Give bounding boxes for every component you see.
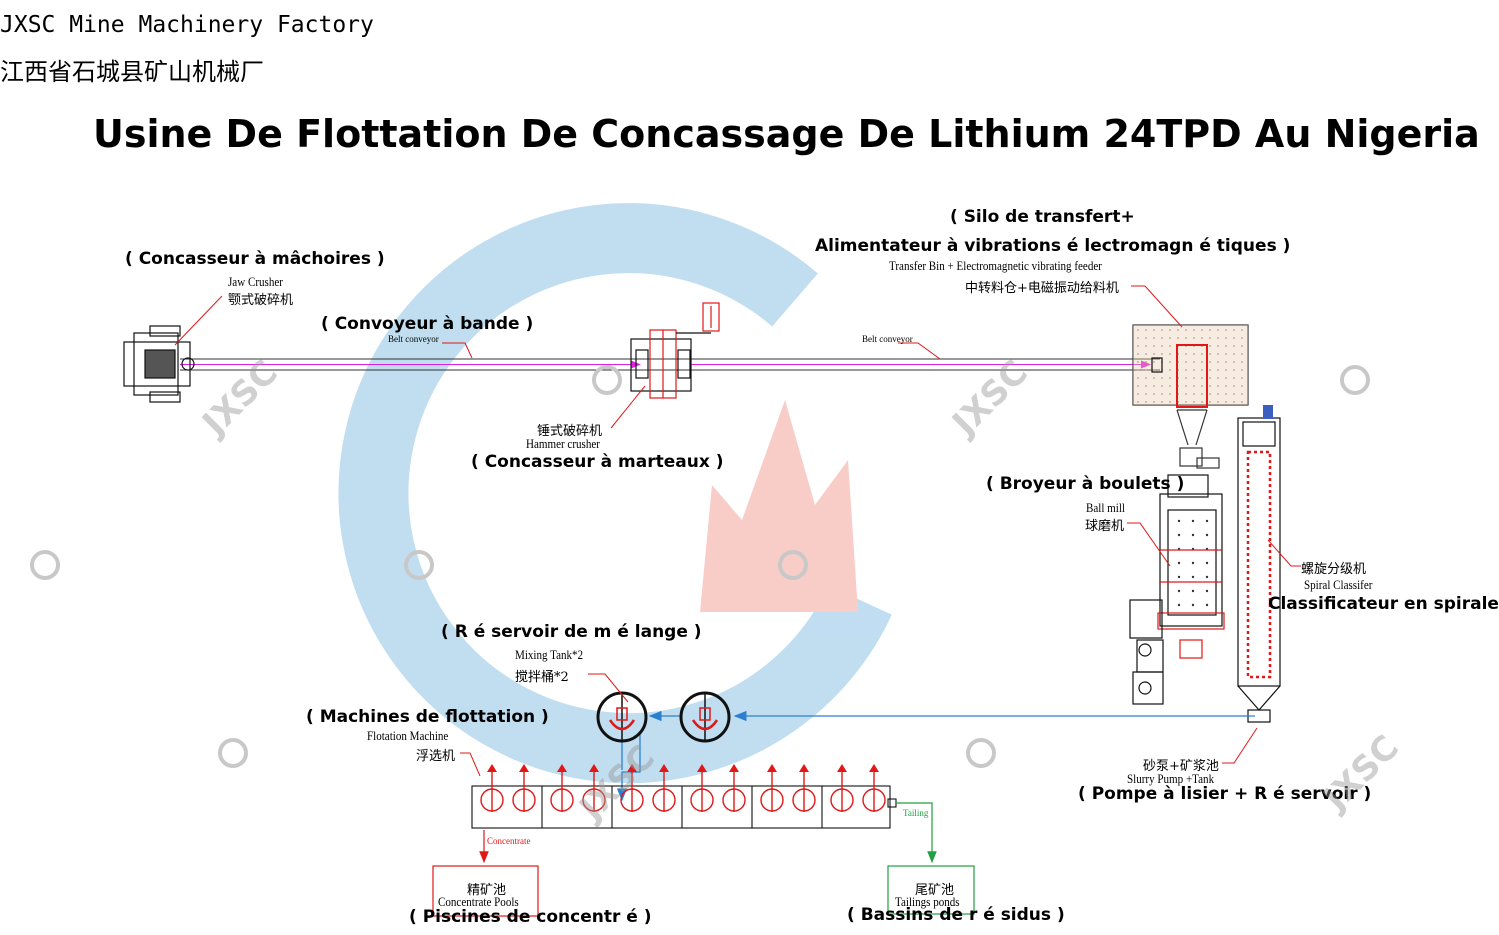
flotation-label-zh: 浮选机 [416,749,456,764]
logo-mark-icon [592,365,622,395]
tailings-pond-label-zh: 尾矿池 [915,883,955,898]
hammer-crusher-label-en: Hammer crusher [526,436,600,451]
silo-label-fr-2: Alimentateur à vibrations é lectromagn é… [815,236,1291,256]
ball-mill-label-fr: ( Broyeur à boulets ) [986,474,1185,494]
belt-conveyor-2-drawing [690,358,1160,371]
spiral-classifier-label-zh: 螺旋分级机 [1301,562,1367,577]
logo-mark-icon [966,738,996,768]
silo-label-zh: 中转料仓+电磁振动给料机 [965,281,1119,296]
concentrate-pool-box [432,865,539,917]
jaw-crusher-label-en: Jaw Crusher [228,274,283,289]
concentrate-pool-label-fr: ( Piscines de concentr é ) [409,907,652,927]
flotation-label-en: Flotation Machine [367,728,449,743]
company-name-cn: 江西省石城县矿山机械厂 [0,58,264,86]
flowsheet-drawing [123,203,1301,917]
spiral-classifier-label-en: Spiral Classifer [1304,577,1373,592]
logo-mark-icon [778,550,808,580]
slurry-pump-label-zh: 砂泵+矿浆池 [1143,759,1219,774]
mixing-tank-label-fr: ( R é servoir de m é lange ) [441,622,702,642]
spiral-classifier-label-fr: Classificateur en spirale [1268,594,1499,614]
ball-mill-label-en: Ball mill [1086,500,1125,515]
concentrate-pool-label-zh: 精矿池 [467,883,507,898]
page-title: Usine De Flottation De Concassage De Lit… [93,112,1480,156]
spiral-classifier-drawing [1237,405,1281,723]
mixing-tanks-drawing [596,691,731,743]
product-flows [479,802,937,864]
belt-conveyor-1-label-en: Belt conveyor [388,334,439,344]
tailing-flow-label: Tailing [903,808,929,818]
ball-mill-label-zh: 球磨机 [1085,519,1125,534]
jaw-crusher-drawing [123,325,195,403]
mixing-tank-label-en: Mixing Tank*2 [515,647,584,662]
belt-conveyor-2-label-en: Belt conveyor [862,334,913,344]
jaw-crusher-label-zh: 颚式破碎机 [228,293,294,308]
flowsheet-canvas: JXSC Mine Machinery Factory 江西省石城县矿山机械厂 … [0,12,1499,927]
logo-mark-icon [1340,365,1370,395]
transfer-bin-drawing [1132,324,1249,469]
flotation-machines-drawing [471,764,897,829]
slurry-pump-label-en: Slurry Pump +Tank [1127,771,1215,786]
hammer-crusher-label-zh: 锤式破碎机 [537,424,603,439]
tailings-pond-label-en: Tailings ponds [895,894,960,909]
concentrate-flow-label: Concentrate [487,836,531,846]
logo-mark-icon [404,550,434,580]
tailings-pond-label-fr: ( Bassins de r é sidus ) [847,905,1065,925]
hammer-crusher-drawing [630,302,720,399]
belt-conveyor-label-fr: ( Convoyeur à bande ) [321,314,534,334]
silo-label-fr-1: ( Silo de transfert+ [950,207,1135,227]
flotation-label-fr: ( Machines de flottation ) [306,707,549,727]
leader-lines [174,285,1301,777]
concentrate-pool-label-en: Concentrate Pools [438,894,519,909]
company-name-en: JXSC Mine Machinery Factory [0,12,374,38]
logo-mark-icon [30,550,60,580]
logo-background [338,203,892,784]
hammer-crusher-label-fr: ( Concasseur à marteaux ) [471,452,724,472]
slurry-pump-label-fr: ( Pompe à lisier + R é servoir ) [1078,784,1372,804]
logo-mark-icon [218,738,248,768]
mixing-tank-label-zh: 搅拌桶*2 [515,670,569,685]
ball-mill-drawing [1129,474,1225,705]
tailings-pond-box [887,865,975,915]
silo-label-en: Transfer Bin + Electromagnetic vibrating… [889,258,1102,273]
jaw-crusher-label-fr: ( Concasseur à mâchoires ) [125,249,385,269]
